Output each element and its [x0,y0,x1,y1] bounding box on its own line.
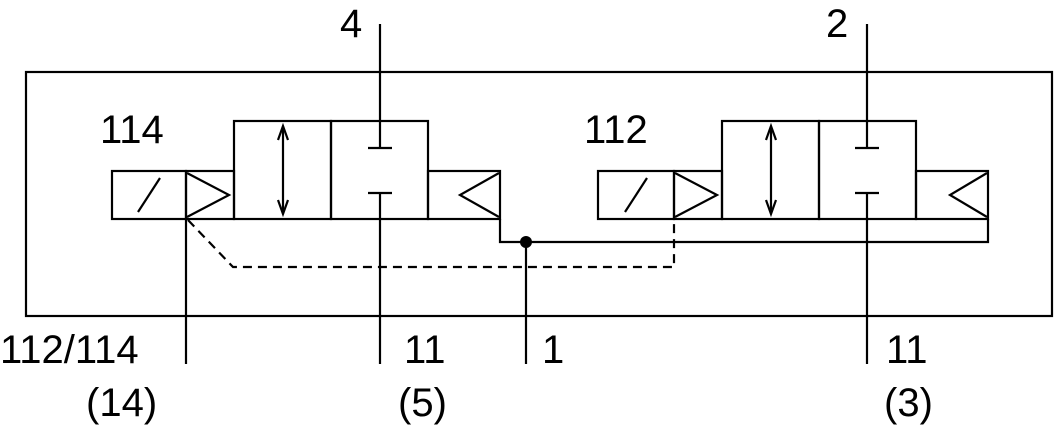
supply-port-label: 1 [542,328,564,372]
valve-right [596,119,990,221]
exhaust-right-label: 11 [886,328,928,372]
housing-frame [24,70,1054,318]
pilot-left-triangle [186,172,232,218]
solenoid-right-label: 112 [584,108,648,152]
junction-dot [520,236,532,248]
valve-right-arrow-head-down [764,199,778,218]
solenoid-left-slash [137,177,161,213]
supply-connection [498,219,990,244]
exhaust-right-alt-label: (3) [884,381,933,425]
exhaust-left-alt-label: (5) [398,381,447,425]
spring-right-triangle [947,172,988,218]
valve-left [110,119,502,221]
valve-left-arrow-head-down [276,199,290,218]
solenoid-left-label: 114 [100,108,164,152]
port-2-label: 2 [826,2,848,46]
spring-right [914,169,990,221]
pilot-right-triangle [674,172,720,218]
exhaust-left-label: 11 [404,328,446,372]
pilot-port-alt-label: (14) [86,381,157,425]
pilot-dashed-line [187,219,676,269]
port-4-label: 4 [340,2,362,46]
valve-right-arrow-head-up [764,122,778,141]
pilot-port-label: 112/114 [0,328,139,372]
solenoid-right-slash [624,177,648,213]
spring-left [426,169,502,221]
valve-left-arrow-head-up [276,122,290,141]
spring-left-triangle [457,172,500,218]
